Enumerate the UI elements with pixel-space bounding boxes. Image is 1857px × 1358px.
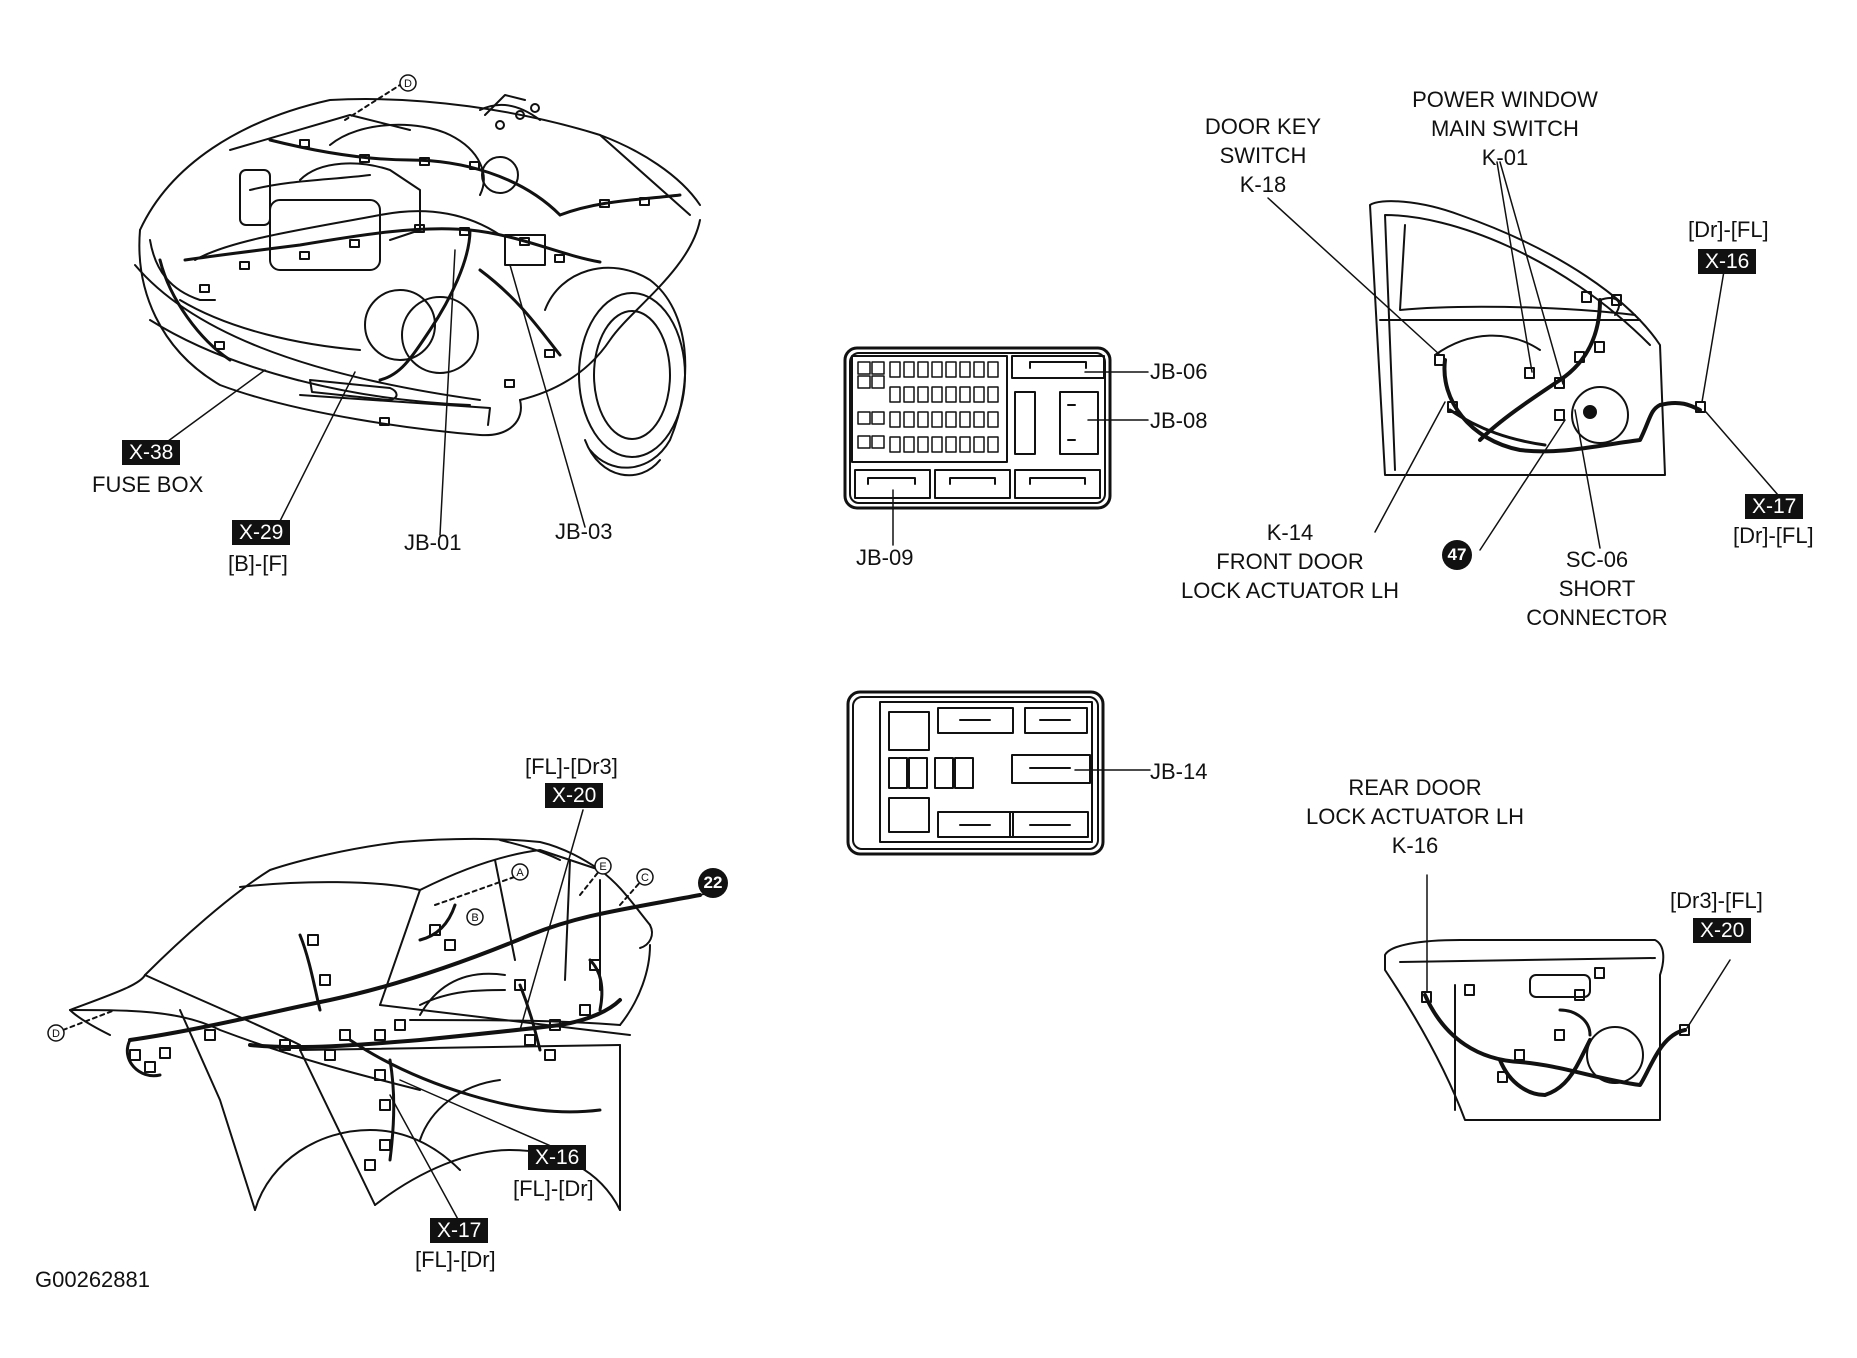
rear-door-actuator-line-1: REAR DOOR [1348,775,1482,800]
rear-door-actuator-line-2: LOCK ACTUATOR LH [1305,804,1524,829]
short-connector-line-2: SHORT [1558,576,1636,601]
engine-compartment-illustration [134,84,701,477]
junction-block-1 [843,346,1112,510]
door-key-switch-line-3: K-18 [1239,172,1287,197]
door-key-switch-label: DOOR KEY SWITCH K-18 [1188,112,1338,199]
fuse-box-label: FUSE BOX [92,472,204,497]
front-door-actuator-label: K-14 FRONT DOOR LOCK ACTUATOR LH [1160,518,1420,605]
rear-door-actuator-label: REAR DOOR LOCK ACTUATOR LH K-16 [1290,773,1540,860]
jb1-leader-lines [892,371,1149,546]
sedan-leader-lines [389,809,711,1224]
connector-x16-top-sub-label: [Dr]-[FL] [1688,217,1769,242]
connector-x17-bottom-tag: X-17 [430,1218,489,1243]
figure-id: G00262881 [35,1267,150,1292]
door-key-switch-line-2: SWITCH [1219,143,1307,168]
ref-e-marker [594,857,612,875]
jb08-label: JB-08 [1150,408,1208,433]
door-key-switch-line-1: DOOR KEY [1204,114,1322,139]
front-door-actuator-line-2: FRONT DOOR [1216,549,1364,574]
ref-a-marker [511,863,529,881]
connector-x16-bottom-sub-label: [FL]-[Dr] [513,1176,594,1201]
jb01-label: JB-01 [404,530,462,555]
jb09-label: JB-09 [856,545,914,570]
jb06-label: JB-06 [1150,359,1208,384]
connector-x20-top-sub-label: [FL]-[Dr3] [525,754,618,779]
connector-x20-right-tag: X-20 [1693,918,1752,943]
junction-block-2 [846,690,1105,856]
connector-x20-right-sub-label: [Dr3]-[FL] [1670,888,1763,913]
jb14-label: JB-14 [1150,759,1208,784]
connector-x17-right-tag: X-17 [1745,494,1804,519]
sedan-body-illustration [62,838,702,1211]
power-window-switch-label: POWER WINDOW MAIN SWITCH K-01 [1395,85,1615,172]
rear-door-actuator-line-3: K-16 [1391,833,1439,858]
jb03-label: JB-03 [555,519,613,544]
power-window-switch-line-2: MAIN SWITCH [1431,116,1579,141]
connector-x38-tag: X-38 [122,440,181,465]
connector-x20-top-tag: X-20 [545,783,604,808]
connector-x16-top-tag: X-16 [1698,249,1757,274]
short-connector-label: SC-06 SHORT CONNECTOR [1512,545,1682,632]
ref-d-bottom: D [52,1028,60,1040]
short-connector-line-1: SC-06 [1565,547,1629,572]
callout-47-badge: 47 [1442,540,1472,570]
connector-x29-sub-label: [B]-[F] [228,551,288,576]
ref-b-marker [466,908,484,926]
reference-markers [47,74,654,1042]
rear-door-illustration [1384,939,1690,1121]
connector-x16-bottom-tag: X-16 [528,1145,587,1170]
ref-c-marker [636,868,654,886]
front-door-actuator-line-3: LOCK ACTUATOR LH [1180,578,1399,603]
short-connector-line-3: CONNECTOR [1526,605,1668,630]
rear-door-leader-lines [1426,874,1731,1029]
front-door-actuator-line-1: K-14 [1266,520,1314,545]
power-window-switch-line-3: K-01 [1481,145,1529,170]
connector-x17-right-sub-label: [Dr]-[FL] [1733,523,1814,548]
front-door-leader-lines [1267,161,1779,551]
ref-c: C [641,872,649,884]
ref-e: E [599,861,606,873]
connector-x29-tag: X-29 [232,520,291,545]
ref-d-bottom-marker [47,1024,65,1042]
engine-leader-lines [159,249,586,538]
ref-a: A [516,867,524,879]
power-window-switch-line-1: POWER WINDOW [1412,87,1598,112]
callout-22-badge: 22 [698,868,728,898]
ref-d-top: D [404,78,412,90]
ref-b: B [471,912,478,924]
connector-x17-bottom-sub-label: [FL]-[Dr] [415,1247,496,1272]
ref-d-top-marker [399,74,417,92]
front-door-illustration [1369,200,1706,476]
reference-letters: D D A B E C [52,78,649,1040]
